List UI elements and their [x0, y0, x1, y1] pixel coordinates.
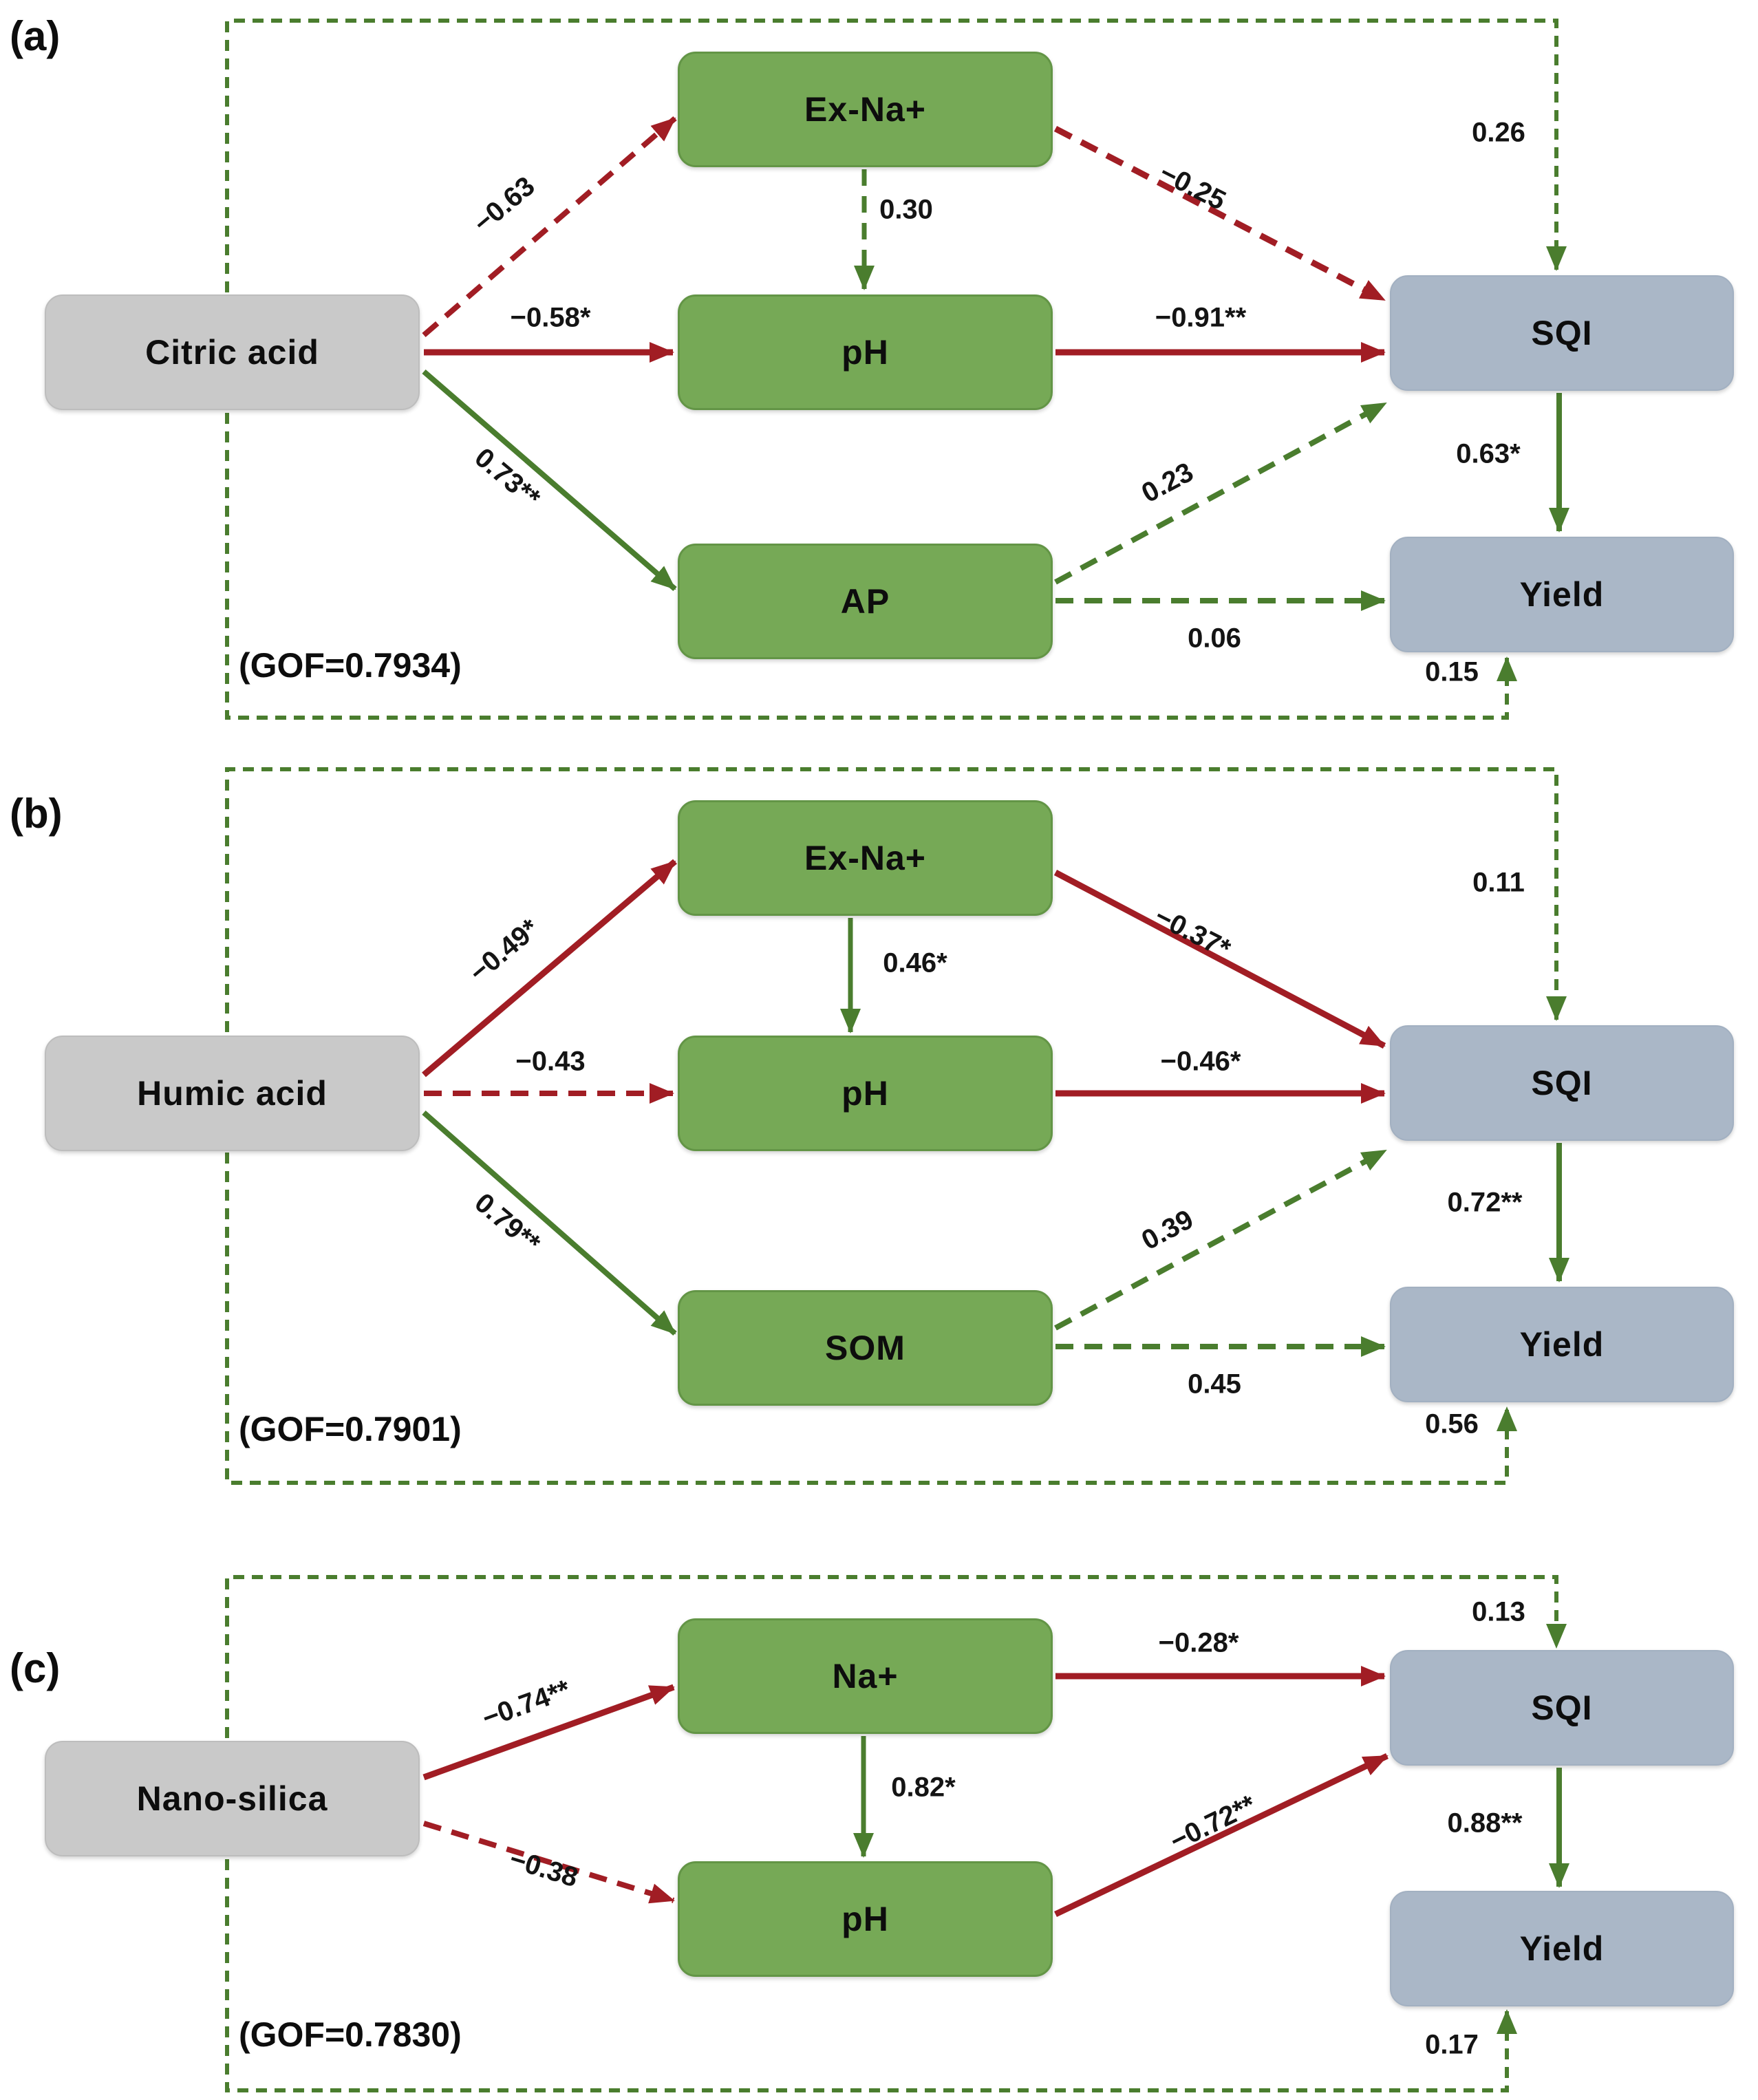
panel-c-letter: (c) [10, 1645, 61, 1691]
coef-citric-ph: −0.58* [510, 302, 591, 333]
coef-direct-sqi: 0.13 [1472, 1596, 1525, 1627]
panel-a-letter: (a) [10, 13, 61, 59]
node-label: pH [842, 1900, 889, 1938]
node-label: Na+ [832, 1657, 899, 1695]
coef-sqi-yield: 0.72** [1447, 1187, 1523, 1218]
node-label: Ex-Na+ [804, 839, 926, 877]
arrow-exna-to-sqi [1053, 126, 1386, 303]
coef-humic-som: 0.79** [469, 1187, 546, 1259]
coef-exna-ph: 0.46* [883, 947, 947, 978]
node-label: Yield [1519, 1325, 1605, 1364]
coef-ph-sqi: −0.72** [1165, 1789, 1261, 1857]
arrow-humic-to-som [422, 1110, 677, 1336]
node-sqi-c: SQI [1390, 1650, 1734, 1766]
arrow-humic-to-exna [422, 859, 677, 1078]
coef-sqi-yield: 0.63* [1456, 438, 1521, 469]
node-humic-acid: Humic acid [45, 1036, 420, 1151]
coef-humic-ph: −0.43 [515, 1046, 586, 1077]
coef-citric-ap: 0.73** [469, 442, 546, 514]
node-yield-a: Yield [1390, 537, 1734, 652]
coef-exna-sqi: −0.25 [1155, 157, 1231, 217]
node-na-c: Na+ [678, 1618, 1053, 1734]
gof-c: (GOF=0.7830) [239, 2015, 462, 2054]
coef-direct-yield: 0.17 [1425, 2029, 1479, 2060]
node-label: SOM [825, 1329, 905, 1367]
coef-som-sqi: 0.39 [1137, 1203, 1199, 1256]
coef-exna-ph: 0.30 [879, 194, 933, 225]
node-nano-silica: Nano-silica [45, 1741, 420, 1856]
node-label: pH [842, 333, 889, 372]
coef-humic-exna: −0.49* [463, 913, 545, 989]
coef-direct-sqi: 0.11 [1472, 867, 1525, 898]
coef-nano-na: −0.74** [478, 1674, 575, 1734]
coef-exna-sqi: −0.37* [1150, 901, 1236, 965]
node-label: Humic acid [137, 1074, 328, 1113]
coef-nano-ph: −0.38 [506, 1843, 581, 1894]
node-sqi-b: SQI [1390, 1025, 1734, 1141]
coef-sqi-yield: 0.88** [1447, 1808, 1523, 1839]
coef-citric-exna: −0.63 [467, 171, 541, 239]
coef-na-sqi: −0.28* [1158, 1627, 1239, 1658]
node-label: Citric acid [145, 333, 319, 372]
gof-b: (GOF=0.7901) [239, 1410, 462, 1448]
coef-ap-yield: 0.06 [1188, 623, 1241, 654]
node-label: SQI [1531, 1689, 1593, 1727]
node-exna-a: Ex-Na+ [678, 52, 1053, 167]
node-ap-a: AP [678, 544, 1053, 659]
node-yield-b: Yield [1390, 1287, 1734, 1402]
panel-b-letter: (b) [10, 791, 63, 837]
node-ph-b: pH [678, 1036, 1053, 1151]
node-sqi-a: SQI [1390, 275, 1734, 391]
coef-ph-sqi: −0.46* [1160, 1046, 1241, 1077]
arrow-ap-to-sqi [1054, 400, 1387, 585]
node-label: Yield [1519, 575, 1605, 614]
node-label: Yield [1519, 1929, 1605, 1968]
coef-na-ph: 0.82* [891, 1772, 956, 1803]
coef-ap-sqi: 0.23 [1137, 456, 1199, 509]
node-ph-c: pH [678, 1861, 1053, 1977]
node-label: SQI [1531, 1064, 1593, 1102]
coef-direct-sqi: 0.26 [1472, 117, 1525, 148]
node-ph-a: pH [678, 294, 1053, 410]
gof-a: (GOF=0.7934) [239, 646, 462, 685]
coef-som-yield: 0.45 [1188, 1369, 1241, 1400]
arrow-citric-to-ap [422, 369, 677, 592]
node-citric-acid: Citric acid [45, 294, 420, 410]
node-yield-c: Yield [1390, 1891, 1734, 2006]
node-som-b: SOM [678, 1290, 1053, 1406]
node-label: Nano-silica [136, 1779, 328, 1818]
node-label: SQI [1531, 314, 1593, 352]
coef-direct-yield: 0.56 [1425, 1408, 1479, 1439]
node-label: Ex-Na+ [804, 90, 926, 129]
coef-ph-sqi: −0.91** [1155, 302, 1247, 333]
arrow-som-to-sqi [1054, 1148, 1387, 1331]
node-label: pH [842, 1074, 889, 1113]
node-exna-b: Ex-Na+ [678, 800, 1053, 916]
node-label: AP [840, 582, 890, 621]
coef-direct-yield: 0.15 [1425, 656, 1479, 687]
